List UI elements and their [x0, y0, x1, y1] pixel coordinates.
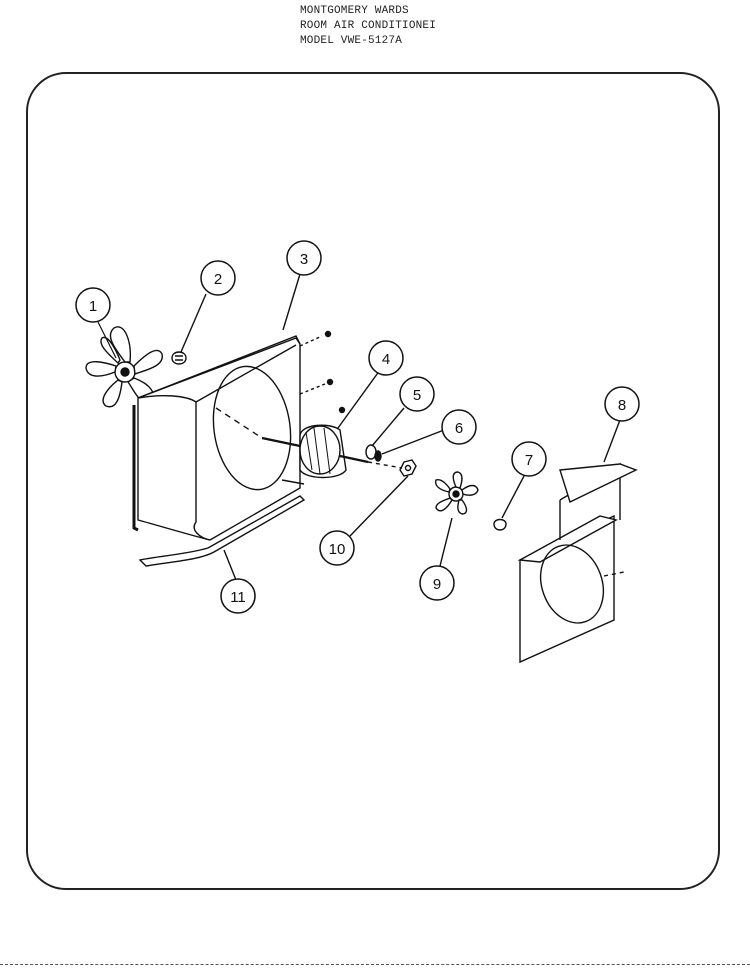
- callout-6-label: 6: [455, 420, 463, 437]
- callout-11-label: 11: [230, 589, 246, 606]
- part-6-washer: [374, 429, 445, 462]
- footer-divider: [0, 964, 750, 965]
- header-brand: MONTGOMERY WARDS: [300, 5, 409, 17]
- callout-1-label: 1: [89, 298, 97, 315]
- diagram-header: MONTGOMERY WARDS ROOM AIR CONDITIONEI MO…: [300, 4, 436, 49]
- diagram-frame: [26, 72, 720, 890]
- callout-4: 4: [368, 340, 404, 376]
- callout-10-label: 10: [329, 541, 346, 558]
- part-2-clip: [171, 351, 187, 365]
- part-4-motor: [261, 369, 381, 479]
- part-8-housing: [517, 419, 638, 664]
- callout-8-label: 8: [618, 397, 626, 414]
- part-3-shroud: [132, 273, 346, 541]
- header-model: MODEL VWE-5127A: [300, 35, 403, 47]
- part-9-small-fan: [434, 471, 479, 567]
- callout-3: 3: [286, 240, 322, 276]
- callout-2-label: 2: [214, 271, 222, 288]
- callout-9-label: 9: [433, 576, 441, 593]
- header-product: ROOM AIR CONDITIONEI: [300, 20, 437, 32]
- callout-3-label: 3: [300, 251, 308, 268]
- callout-5-label: 5: [413, 387, 421, 404]
- callout-10: 10: [319, 530, 355, 566]
- part-7-clip: [493, 475, 525, 531]
- part-5-nut: [365, 407, 405, 460]
- callout-11: 11: [220, 578, 256, 614]
- callout-6: 6: [441, 409, 477, 445]
- callout-1: 1: [75, 287, 117, 359]
- callout-9: 9: [419, 565, 455, 601]
- part-11-gasket: [138, 479, 306, 581]
- callout-5: 5: [399, 376, 435, 412]
- callout-4-label: 4: [382, 351, 390, 368]
- callout-2: 2: [200, 260, 236, 296]
- callout-7: 7: [511, 441, 547, 477]
- part-1-fan-blade: [85, 326, 163, 408]
- callout-8: 8: [604, 386, 640, 422]
- part-10-nut: [349, 459, 417, 537]
- callout-7-label: 7: [525, 452, 533, 469]
